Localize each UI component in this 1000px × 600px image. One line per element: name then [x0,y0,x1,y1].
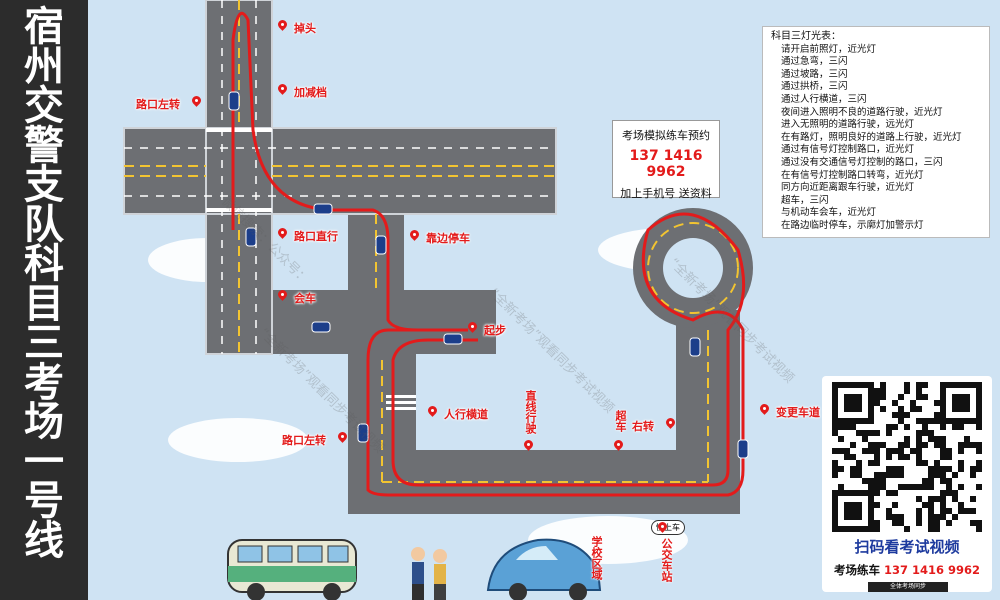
legend-item: 通过没有交通信号灯控制的路口，三闪 [781,156,943,168]
booking-box: 考场模拟练车预约 137 1416 9962 加上手机号 送资料 [612,120,720,200]
label-straight: 路口直行 [294,230,338,243]
label-overtake: 超车 [614,410,627,432]
title-char: 队 [24,201,64,248]
title-char: 考 [24,359,64,406]
label-bus-stop: 公交车站 [660,538,673,582]
title-char: 支 [24,162,64,208]
label-lane-change: 变更车道 [776,406,820,419]
label-school-zone: 学校区域 [590,536,603,580]
map-pin-icon [614,440,623,452]
lighting-legend: 科目三灯光表： 请开启前照灯，近光灯通过急弯，三闪通过坡路，三闪通过拱桥，三闪通… [762,26,990,238]
booking-title: 考场模拟练车预约 [622,129,710,142]
page-title: 宿州交警支队科目三考场一号线 [14,4,74,564]
qr-phone-prefix: 考场练车 [833,563,880,577]
map-pin-icon [278,84,287,96]
label-crosswalk: 人行横道 [444,408,488,421]
title-char: 线 [24,517,64,564]
legend-item: 通过有信号灯控制路口，近光灯 [781,144,915,156]
map-pin-icon [338,432,347,444]
legend-item: 与机动车会车，近光灯 [781,207,877,219]
legend-item: 通过拱桥，三闪 [781,81,848,93]
map-pin-icon [666,418,675,430]
map-pin-icon [278,228,287,240]
label-start: 起步 [484,324,506,337]
title-char: 警 [24,122,64,169]
beetle-car-illustration [486,538,602,600]
label-left-turn-1: 路口左转 [136,98,180,111]
label-straight-drive: 直线行驶 [524,390,537,434]
qr-phone-line: 考场练车 137 1416 9962 [822,562,992,578]
label-left-turn-2: 路口左转 [282,434,326,447]
qr-footer: 全体考场同步 [868,582,948,592]
title-char: 州 [24,43,64,90]
label-u-turn: 掉头 [294,22,316,35]
legend-item: 通过人行横道，三闪 [781,93,867,105]
legend-list: 请开启前照灯，近光灯通过急弯，三闪通过坡路，三闪通过拱桥，三闪通过人行横道，三闪… [771,44,981,233]
booking-note: 加上手机号 送资料 [620,187,712,200]
map-pin-icon [468,322,477,334]
label-right-turn: 右转 [632,420,654,433]
qr-caption: 扫码看考试视频 [854,538,960,556]
title-char: 交 [24,83,64,129]
map-pin-icon [278,20,287,32]
label-meet: 会车 [294,292,316,305]
legend-item: 同方向近距离跟车行驶，近光灯 [781,182,915,194]
map-pin-icon [410,230,419,242]
qr-panel: 扫码看考试视频 考场练车 137 1416 9962 全体考场同步 [822,376,992,592]
legend-item: 在路边临时停车，示廓灯加警示灯 [781,219,924,231]
qr-phone-number: 137 1416 9962 [883,563,981,577]
title-char: 号 [24,478,64,524]
map-pin-icon [658,522,667,534]
legend-item: 通过急弯，三闪 [781,56,848,68]
map-pin-icon [428,406,437,418]
legend-heading: 科目三灯光表： [771,31,841,42]
legend-item: 在有信号灯控制路口转弯，近光灯 [781,169,924,181]
label-shift-gear: 加减档 [294,86,327,99]
legend-item: 进入无照明的道路行驶，远光灯 [781,119,915,131]
title-char: 宿 [24,4,64,50]
van-illustration [227,539,357,600]
people-illustration [411,547,447,600]
map-area: 科目三灯光表： 请开启前照灯，近光灯通过急弯，三闪通过坡路，三闪通过拱桥，三闪通… [88,0,1000,600]
map-pin-icon [524,440,533,452]
sidebar: 宿州交警支队科目三考场一号线 [0,0,88,600]
legend-item: 在有路灯，照明良好的道路上行驶，近光灯 [781,131,962,143]
label-pull-over: 靠边停车 [426,232,470,245]
title-char: 一 [24,438,64,485]
legend-item: 通过坡路，三闪 [781,68,848,80]
booking-phone: 137 1416 9962 [629,148,703,180]
title-char: 三 [24,320,64,366]
qr-code-icon[interactable] [832,382,982,532]
white-lanes [124,0,556,354]
roundabout-island [663,238,723,298]
legend-item: 夜间进入照明不良的道路行驶，近光灯 [781,106,943,118]
map-pin-icon [278,290,287,302]
title-char: 目 [24,280,64,327]
title-char: 场 [24,399,64,445]
legend-item: 请开启前照灯，近光灯 [781,43,877,55]
crosswalk-stripes [206,128,416,410]
speech-bubble: 快上车 [651,520,685,535]
title-char: 科 [24,241,64,287]
legend-item: 超车，三闪 [781,194,829,206]
map-pin-icon [192,96,201,108]
route-map-svg [123,0,878,600]
cars [228,91,749,459]
exam-route [231,11,746,497]
map-pin-icon [760,404,769,416]
